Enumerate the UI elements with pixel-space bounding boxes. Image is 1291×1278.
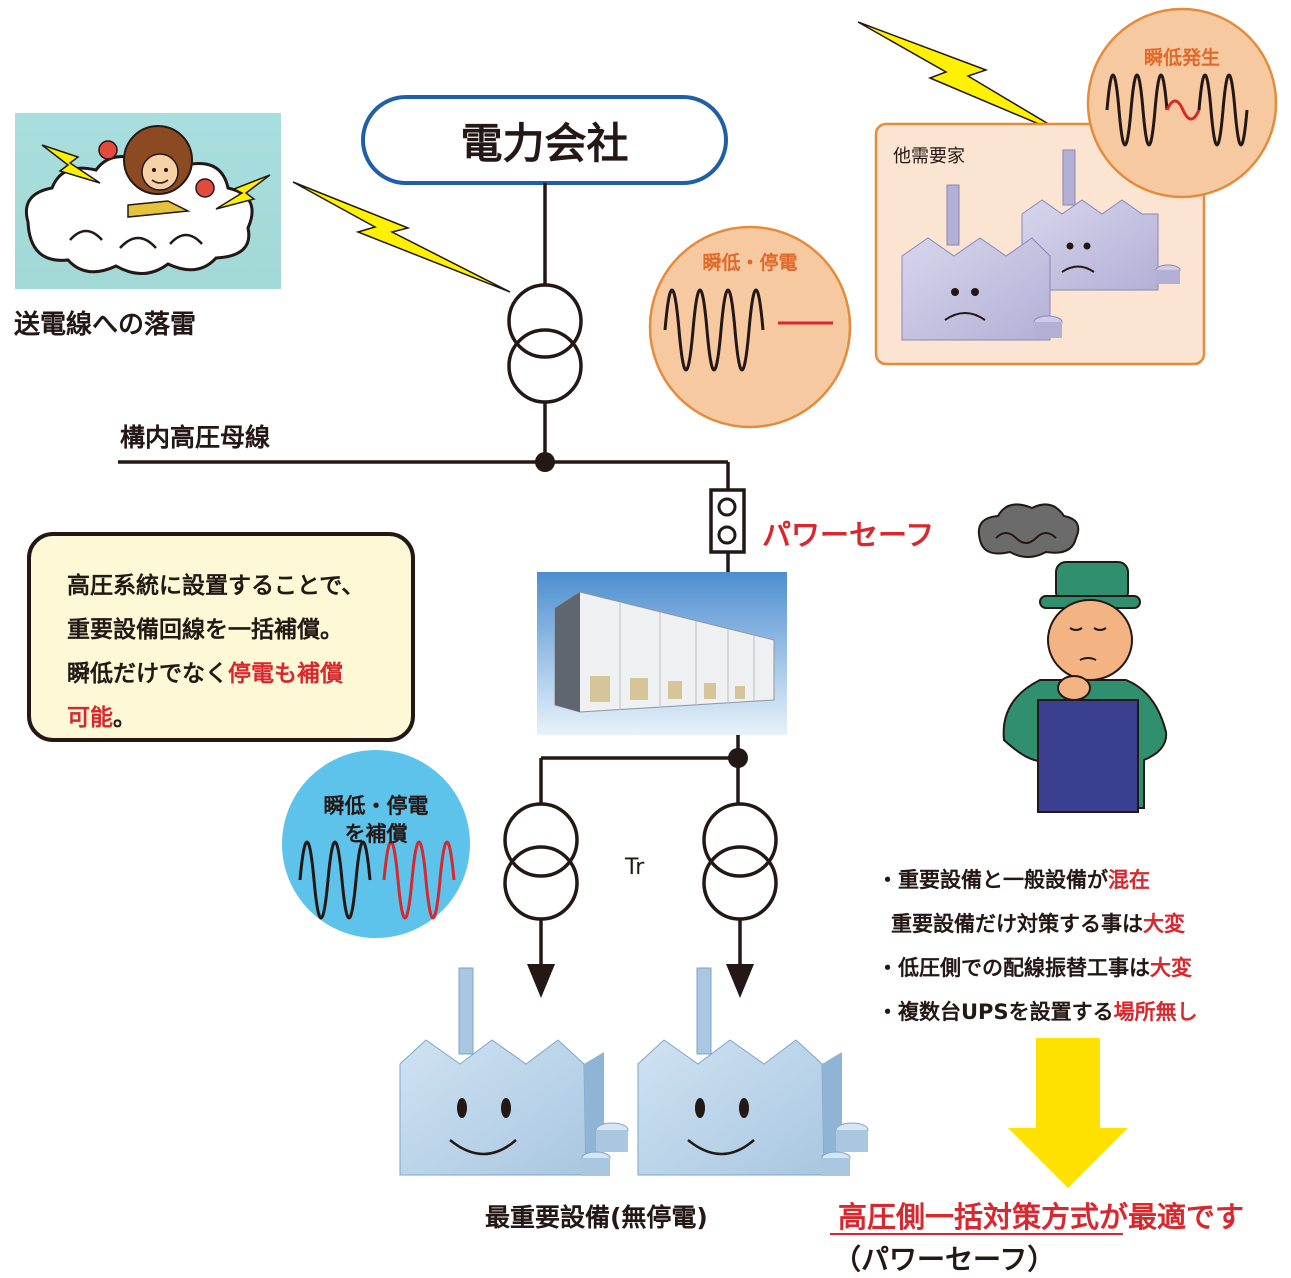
bus-label: 構内高圧母線	[120, 423, 271, 452]
sag-occurrence-title: 瞬低発生	[1143, 47, 1220, 69]
issue-list: ・重要設備と一般設備が混在 重要設備だけ対策する事は大変 ・低圧側での配線振替工…	[877, 858, 1198, 1034]
callout-line: 重要設備回線を一括補償。	[67, 617, 343, 643]
branch-node	[728, 748, 748, 768]
small-bolt-icon	[41, 144, 101, 184]
callout-line: 高圧系統に設置することで、	[67, 573, 365, 599]
callout-line: 可能。	[67, 696, 391, 740]
wave-bubble-sag-occurrence	[1086, 7, 1278, 199]
callout-text: 瞬低だけでなく	[67, 661, 228, 687]
issue-item: ・低圧側での配線振替工事は大変	[877, 956, 1192, 980]
callout-emphasis: 可能	[67, 705, 113, 731]
power-safe-unit-image	[537, 572, 787, 735]
worker-illustration	[977, 503, 1168, 813]
callout-line: 瞬低だけでなく停電も補償	[67, 652, 391, 696]
lightning-illustration	[15, 113, 281, 289]
small-bolt-icon	[215, 174, 271, 210]
compensated-line2: を補償	[344, 822, 408, 846]
wave-bubble-compensated	[282, 750, 470, 938]
other-consumer-panel	[874, 122, 1206, 366]
lightning-bolt-icon	[857, 21, 1073, 139]
downstream-feeders	[503, 735, 778, 966]
lightning-caption: 送電線への落雷	[14, 310, 197, 340]
conclusion-main: 高圧側一括対策方式が最適です	[838, 1200, 1245, 1234]
high-voltage-bus	[118, 460, 730, 572]
callout-emphasis: 停電も補償	[228, 661, 343, 687]
lightning-bolt-icon	[292, 181, 511, 293]
conclusion-arrow-icon	[1008, 1038, 1128, 1188]
other-consumer-label: 他需要家	[893, 146, 965, 167]
protected-facility	[399, 967, 629, 1176]
main-transformer	[507, 183, 583, 462]
callout-box: 高圧系統に設置することで、 重要設備回線を一括補償。 瞬低だけでなく停電も補償 …	[27, 532, 415, 742]
breaker-symbol	[709, 488, 746, 554]
bus-node	[535, 452, 555, 472]
issue-item: ・複数台UPSを設置する場所無し	[877, 1000, 1198, 1024]
sag-outage-title: 瞬低・停電	[702, 252, 798, 274]
utility-label: 電力会社	[460, 119, 629, 168]
compensated-line1: 瞬低・停電	[323, 794, 429, 818]
arrow-down-icon	[726, 964, 754, 998]
issue-item: ・重要設備と一般設備が混在	[877, 868, 1150, 892]
power-safe-label: パワーセーフ	[762, 518, 935, 552]
facilities-caption: 最重要設備(無停電)	[485, 1203, 708, 1232]
arrow-down-icon	[527, 964, 555, 998]
wave-bubble-sag-outage	[648, 225, 852, 429]
conclusion-sub: （パワーセーフ）	[833, 1243, 1056, 1276]
issue-item: 重要設備だけ対策する事は大変	[891, 912, 1185, 936]
worry-cloud-icon	[977, 503, 1080, 558]
transformer-label: Tr	[625, 855, 645, 880]
callout-text: 。	[113, 705, 136, 731]
protected-facility	[637, 967, 869, 1176]
